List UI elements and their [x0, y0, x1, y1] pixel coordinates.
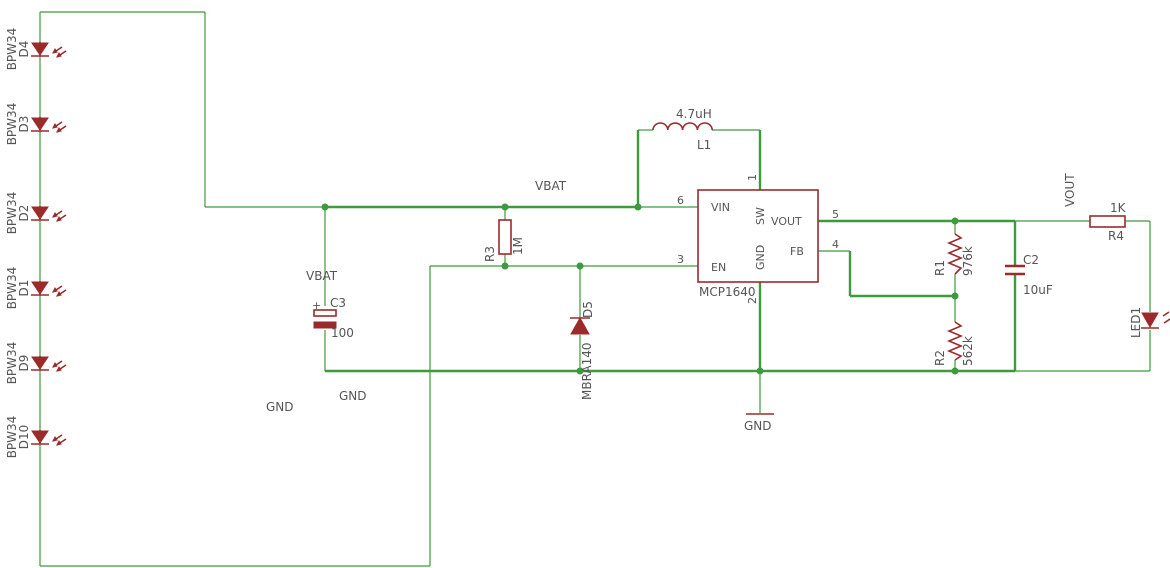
resistor-value-label: 976k — [961, 246, 975, 276]
photodiode-d1: BPW34 D1 — [5, 267, 67, 310]
resistor-value-label: 1K — [1110, 201, 1127, 215]
pin-number-en: 3 — [677, 253, 684, 266]
resistor-r3: R3 1M — [483, 219, 525, 262]
buses — [325, 130, 1017, 373]
photodiode-d2: BPW34 D2 — [5, 192, 67, 235]
capacitor-c2: C2 10uF — [1005, 253, 1053, 297]
photodiode-ref-label: D3 — [17, 116, 31, 133]
ground-symbol: GND — [744, 413, 774, 433]
pin-label-vin: VIN — [711, 201, 730, 214]
photodiode-ref-label: D10 — [17, 425, 31, 450]
resistor-icon — [946, 233, 964, 275]
capacitor-c3: + C3 100 — [312, 296, 354, 340]
resistor-ref-label: R3 — [483, 246, 497, 262]
capacitor-ref-label: C2 — [1023, 253, 1039, 267]
ground-label: GND — [744, 419, 772, 433]
inductor-ref-label: L1 — [697, 138, 711, 152]
resistor-ref-label: R4 — [1108, 229, 1124, 243]
photodiode-ref-label: D2 — [17, 205, 31, 222]
inductor-value-label: 4.7uH — [676, 107, 712, 121]
net-label-vbat-left: VBAT — [306, 269, 338, 283]
resistor-icon — [498, 219, 512, 255]
capacitor-value-label: 100 — [331, 326, 354, 340]
pin-label-gnd: GND — [754, 245, 767, 270]
capacitor-plate-icon — [313, 309, 337, 317]
photodiode-part-label: BPW34 — [5, 342, 19, 385]
photodiode-icon — [30, 41, 67, 58]
capacitor-ref-label: C3 — [330, 296, 346, 310]
photodiode-icon — [30, 205, 67, 222]
resistor-r4: 1K R4 — [1089, 201, 1127, 243]
photodiode-part-label: BPW34 — [5, 28, 19, 71]
pin-label-en: EN — [711, 261, 726, 274]
photodiode-icon — [30, 429, 67, 446]
pin-number-sw: 1 — [746, 174, 759, 181]
photodiode-ref-label: D4 — [17, 41, 31, 58]
resistor-value-label: 562k — [961, 336, 975, 366]
resistor-value-label: 1M — [511, 237, 525, 255]
net-label-gnd-a: GND — [266, 400, 294, 414]
ic-mcp1640: VIN EN VOUT FB SW GND MCP1640 6 3 1 2 5 … — [677, 174, 839, 304]
pin-number-vout: 5 — [832, 208, 839, 221]
resistor-icon — [1089, 215, 1126, 228]
net-label-gnd-b: GND — [339, 389, 367, 403]
resistor-ref-label: R1 — [933, 260, 947, 276]
diode-ref-label: D5 — [581, 301, 595, 318]
ic-body — [697, 189, 819, 283]
diode-part-label: MBRA140 — [580, 342, 594, 400]
pin-number-gnd: 2 — [746, 297, 759, 304]
photodiode-d10: BPW34 D10 — [5, 416, 67, 459]
photodiode-part-label: BPW34 — [5, 416, 19, 459]
diode-icon — [570, 316, 590, 335]
ic-ref-label: MCP1640 — [699, 285, 756, 299]
led-led1: LED1 — [1129, 307, 1170, 338]
photodiode-icon — [30, 116, 67, 133]
inductor-l1: 4.7uH L1 — [652, 107, 713, 152]
photodiode-d9: BPW34 D9 — [5, 342, 67, 385]
capacitor-value-label: 10uF — [1023, 283, 1053, 297]
net-label-vbat-top: VBAT — [535, 179, 567, 193]
pin-number-vin: 6 — [677, 194, 684, 207]
led-icon — [1141, 312, 1159, 329]
pin-label-sw: SW — [754, 207, 767, 225]
photodiode-d4: BPW34 D4 — [5, 28, 67, 71]
photodiode-part-label: BPW34 — [5, 103, 19, 146]
diode-d5: D5 MBRA140 — [570, 301, 595, 400]
pin-label-vout: VOUT — [771, 215, 802, 228]
photodiode-icon — [30, 280, 67, 297]
photodiode-part-label: BPW34 — [5, 192, 19, 235]
wires — [39, 11, 1151, 567]
net-label-vout: VOUT — [1063, 173, 1077, 207]
resistor-ref-label: R2 — [933, 350, 947, 366]
junctions — [321, 203, 959, 375]
photodiode-icon — [30, 355, 67, 372]
led-ref-label: LED1 — [1129, 307, 1143, 338]
photodiode-part-label: BPW34 — [5, 267, 19, 310]
photodiode-ref-label: D1 — [17, 280, 31, 297]
inductor-icon — [652, 122, 713, 131]
pin-label-fb: FB — [790, 245, 804, 258]
resistor-r2: R2 562k — [933, 321, 975, 366]
resistor-icon — [946, 321, 964, 361]
polarity-plus-label: + — [312, 299, 321, 312]
pin-number-fb: 4 — [832, 238, 839, 251]
photodiode-ref-label: D9 — [17, 355, 31, 372]
photodiode-d3: BPW34 D3 — [5, 103, 67, 146]
resistor-r1: R1 976k — [933, 233, 975, 276]
capacitor-plate-icon — [313, 321, 337, 329]
